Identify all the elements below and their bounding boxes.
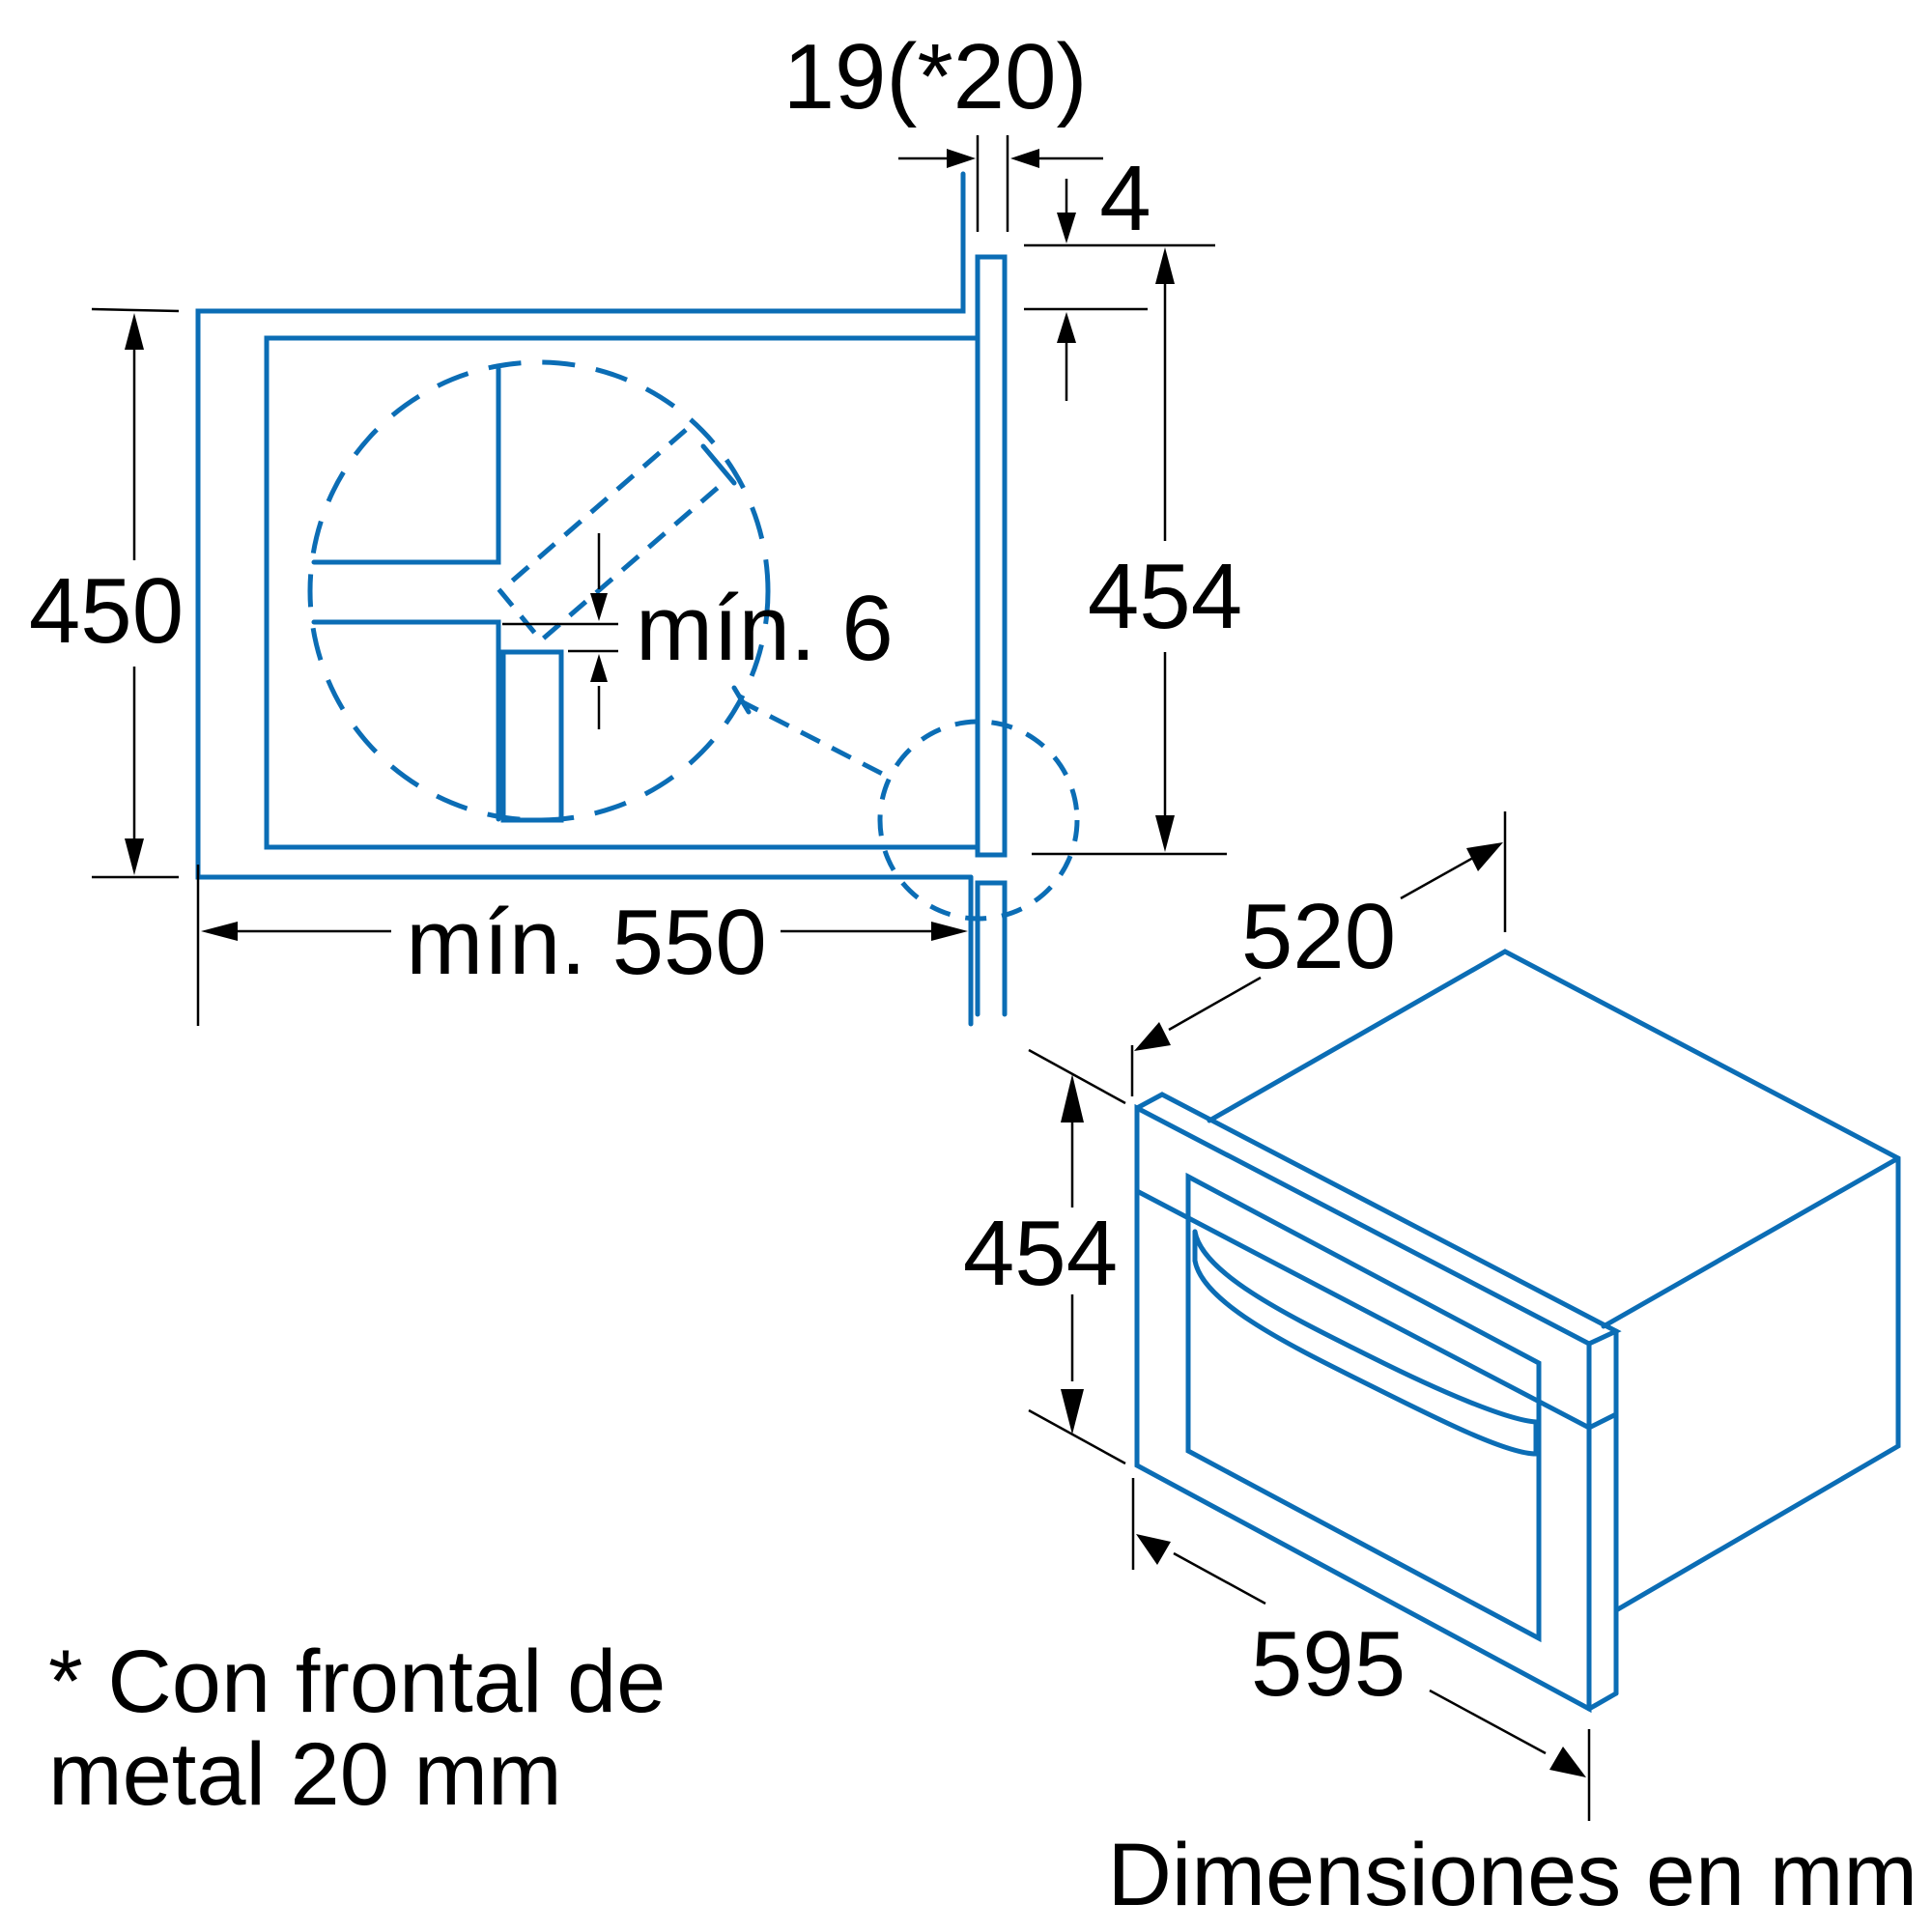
oven-door-window [1185, 1172, 1542, 1643]
dim-front-thickness: 19(*20) [783, 25, 1088, 128]
dim-niche-height: 450 [29, 559, 184, 663]
detail-circle-large [307, 359, 771, 823]
footnote-line-2: metal 20 mm [48, 1725, 562, 1824]
dim-iso-width: 595 [1251, 1612, 1406, 1716]
units-label: Dimensiones en mm [1107, 1826, 1918, 1924]
footnote-line-1: * Con frontal de [48, 1633, 666, 1731]
dim-top-gap: 4 [1099, 147, 1151, 250]
iso-view: 520 454 595 [963, 811, 1901, 1821]
dim-iso-height: 454 [963, 1202, 1118, 1305]
front-panel-upper [975, 254, 1008, 858]
cabinet-outline [195, 171, 974, 880]
detail-circle-small [877, 719, 1080, 922]
appliance-body [264, 335, 980, 850]
dim-niche-depth: mín. 550 [406, 891, 767, 994]
dim-min-gap: mín. 6 [636, 577, 894, 680]
dim-appliance-height: 454 [1088, 545, 1242, 648]
section-view: 19(*20) 4 454 450 mín. 6 [29, 25, 1242, 1027]
oven-handle [1192, 1229, 1539, 1425]
dim-iso-depth: 520 [1241, 885, 1396, 988]
